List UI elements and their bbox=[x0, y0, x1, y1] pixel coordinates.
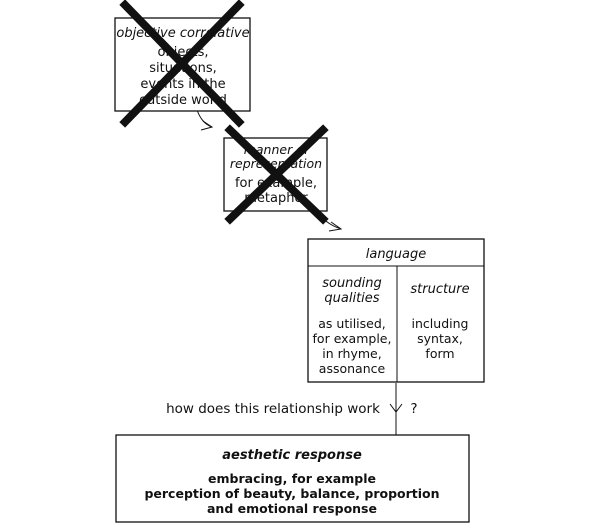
language-title: language bbox=[366, 247, 427, 262]
arrowhead-objective-to-manner bbox=[200, 120, 214, 131]
sounding-qualities-title-line-2: qualities bbox=[324, 291, 379, 306]
aesthetic-response-box: aesthetic response embracing, for exampl… bbox=[115, 434, 470, 523]
manner-of-representation-box: manner of representation for example, me… bbox=[223, 124, 329, 225]
question-mark: ? bbox=[410, 401, 417, 417]
aesthetic-response-title: aesthetic response bbox=[222, 448, 362, 463]
aesthetic-response-line-1: embracing, for example bbox=[208, 471, 376, 486]
aesthetic-response-line-2: perception of beauty, balance, proportio… bbox=[144, 486, 439, 501]
cross-stroke-2 bbox=[119, 0, 245, 128]
arrowhead-manner-to-language bbox=[328, 221, 343, 232]
language-border bbox=[307, 238, 485, 383]
arrowhead-language-to-aesthetic bbox=[389, 403, 403, 413]
sounding-qualities-line-1: as utilised, bbox=[318, 316, 386, 331]
language-box: language sounding qualities as utilised,… bbox=[307, 238, 485, 383]
objective-correlative-box: objective correlative objects, situation… bbox=[114, 0, 251, 128]
connector-objective-to-manner bbox=[196, 109, 213, 128]
sounding-qualities-line-4: assonance bbox=[319, 361, 386, 376]
objective-correlative-title: objective correlative bbox=[116, 26, 249, 41]
aesthetic-response-border bbox=[115, 434, 470, 523]
structure-title: structure bbox=[410, 282, 469, 297]
manner-line-1: for example, bbox=[235, 176, 317, 191]
objective-correlative-cross-out bbox=[119, 0, 245, 128]
objective-correlative-line-4: outside world bbox=[139, 93, 227, 108]
sounding-qualities-line-3: in rhyme, bbox=[322, 346, 381, 361]
manner-of-representation-cross-out bbox=[224, 124, 329, 225]
structure-line-1: including bbox=[412, 316, 469, 331]
sounding-qualities-title-line-1: sounding bbox=[322, 276, 382, 291]
aesthetic-response-line-3: and emotional response bbox=[207, 501, 377, 516]
relationship-question: how does this relationship work bbox=[166, 401, 380, 417]
manner-title-line-2: representation bbox=[230, 156, 322, 171]
structure-line-2: syntax, bbox=[417, 331, 463, 346]
cross-stroke-2 bbox=[224, 124, 329, 225]
sounding-qualities-line-2: for example, bbox=[313, 331, 392, 346]
structure-line-3: form bbox=[425, 346, 454, 361]
